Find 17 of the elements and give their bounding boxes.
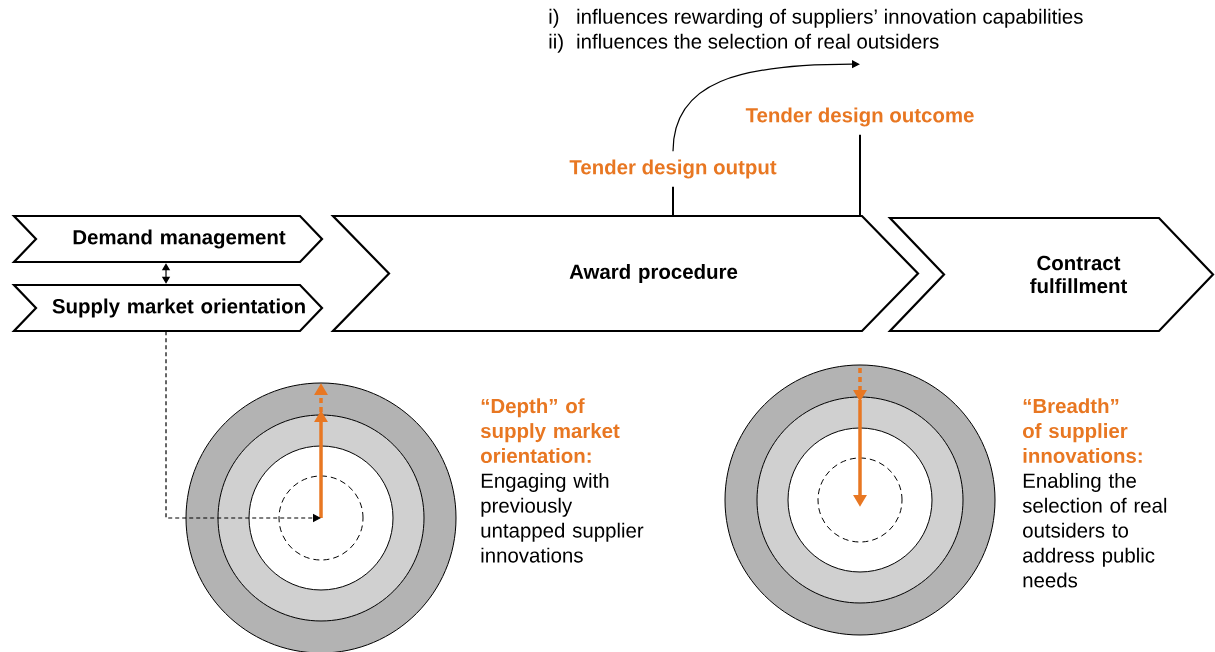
stage-box: Supply market orientation [11,283,324,333]
arrow [672,60,860,152]
ring-drawing [185,382,457,652]
effects-list: i) influences rewarding of suppliers’ innovation capabilities ii) influences the selection of real outsiders [549,8,1083,53]
dashed-circle [817,457,903,543]
stage-box: Award procedure [330,214,920,333]
stage-heading: Tender design output [569,159,777,179]
leader-line [672,185,674,217]
stage-box: Demand management [11,214,324,264]
description-text: “Breadth” of supplier innovations: Enabling the selection of real outsiders to address public needs [1022,398,1167,588]
stage-heading: Tender design outcome [745,107,974,127]
arrow [161,263,171,284]
dashed-circle [278,475,364,561]
stage-box: Contract fulfillment [887,216,1215,333]
ring-drawing [724,364,996,636]
leader-line [859,133,861,217]
description-text: “Depth” of supply market orientation: Engaging with previously untapped supplier innovations [480,398,644,563]
